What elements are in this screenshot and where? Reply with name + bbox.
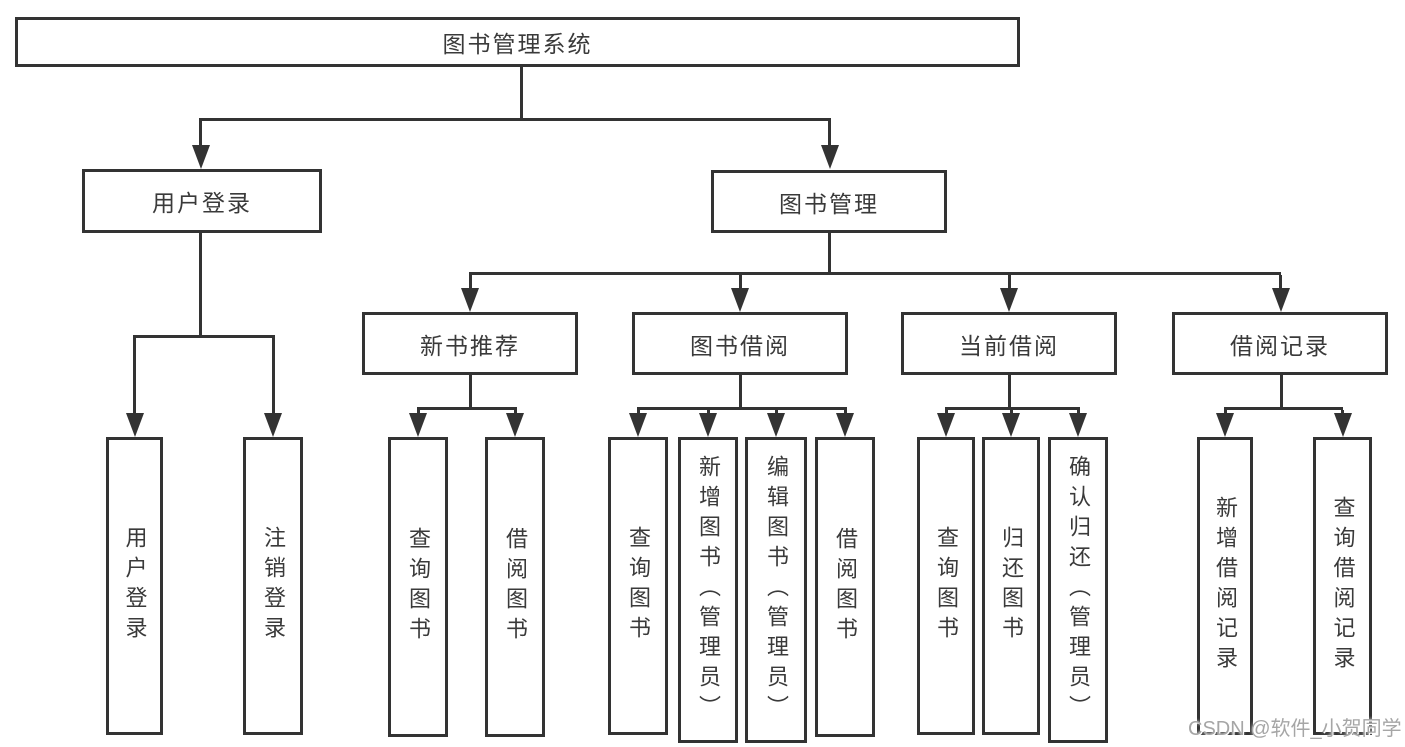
csdn-watermark: CSDN @软件_小贺同学 [1188,718,1402,740]
arrow-c3-icon [1076,410,1080,415]
connector-current-borrow-stem [1008,374,1011,410]
node-borrow-book: 借阅图书 [815,437,875,737]
connector-user-login-stem [199,232,202,338]
node-logout: 注销登录 [243,437,303,735]
connector-book-borrow-stem [739,374,742,410]
arrow-to-book-borrow-icon [738,275,742,290]
node-user-login: 用户登录 [82,169,322,233]
connector-root-bar [199,118,831,121]
connector-book-borrow-bar [636,407,847,410]
arrow-to-borrow-records-icon [1279,275,1282,290]
connector-root-stem [519,67,523,121]
arrow-to-current-borrow-icon [1007,275,1011,290]
arrow-b3-icon [774,410,778,415]
arrow-b4-icon [843,410,847,415]
connector-book-mgmt-bar [468,272,1281,275]
node-current-borrow: 当前借阅 [901,312,1117,375]
connector-borrow-records-bar [1223,407,1343,410]
arrow-to-login-icon [133,338,136,415]
connector-new-book-rec-stem [469,374,472,410]
arrow-to-user-login-icon [199,121,202,147]
node-current-query-book: 查询图书 [917,437,975,735]
node-book-borrow: 图书借阅 [632,312,848,375]
arrow-c2-icon [1009,410,1013,415]
node-user-login-leaf: 用户登录 [106,437,163,735]
arrow-to-logout-icon [271,338,275,415]
connector-borrow-records-stem [1279,374,1283,410]
arrow-c1-icon [944,410,948,415]
node-borrow-query-book: 查询图书 [608,437,668,735]
node-root: 图书管理系统 [15,17,1020,67]
node-new-book-rec: 新书推荐 [362,312,578,375]
connector-current-borrow-bar [944,407,1080,410]
node-rec-query-book: 查询图书 [388,437,448,737]
connector-book-mgmt-stem [827,233,831,275]
arrow-a1-icon [416,410,420,415]
arrow-b1-icon [636,410,640,415]
node-confirm-return-admin: 确认归还（管理员） [1048,437,1108,743]
arrow-to-book-mgmt-icon [828,121,831,147]
node-return-book: 归还图书 [982,437,1040,735]
arrow-b2-icon [706,410,710,415]
node-add-borrow-record: 新增借阅记录 [1197,437,1253,735]
node-add-book-admin: 新增图书（管理员） [678,437,738,743]
arrow-d1-icon [1223,410,1227,415]
node-edit-book-admin: 编辑图书（管理员） [745,437,807,743]
arrow-to-new-book-rec-icon [468,275,472,290]
node-query-borrow-record: 查询借阅记录 [1313,437,1372,735]
arrow-a2-icon [513,410,517,415]
arrow-d2-icon [1341,410,1344,415]
connector-user-login-bar [133,335,275,338]
node-borrow-records: 借阅记录 [1172,312,1388,375]
node-rec-borrow-book: 借阅图书 [485,437,545,737]
connector-new-book-rec-bar [416,407,517,410]
node-book-mgmt: 图书管理 [711,170,947,233]
